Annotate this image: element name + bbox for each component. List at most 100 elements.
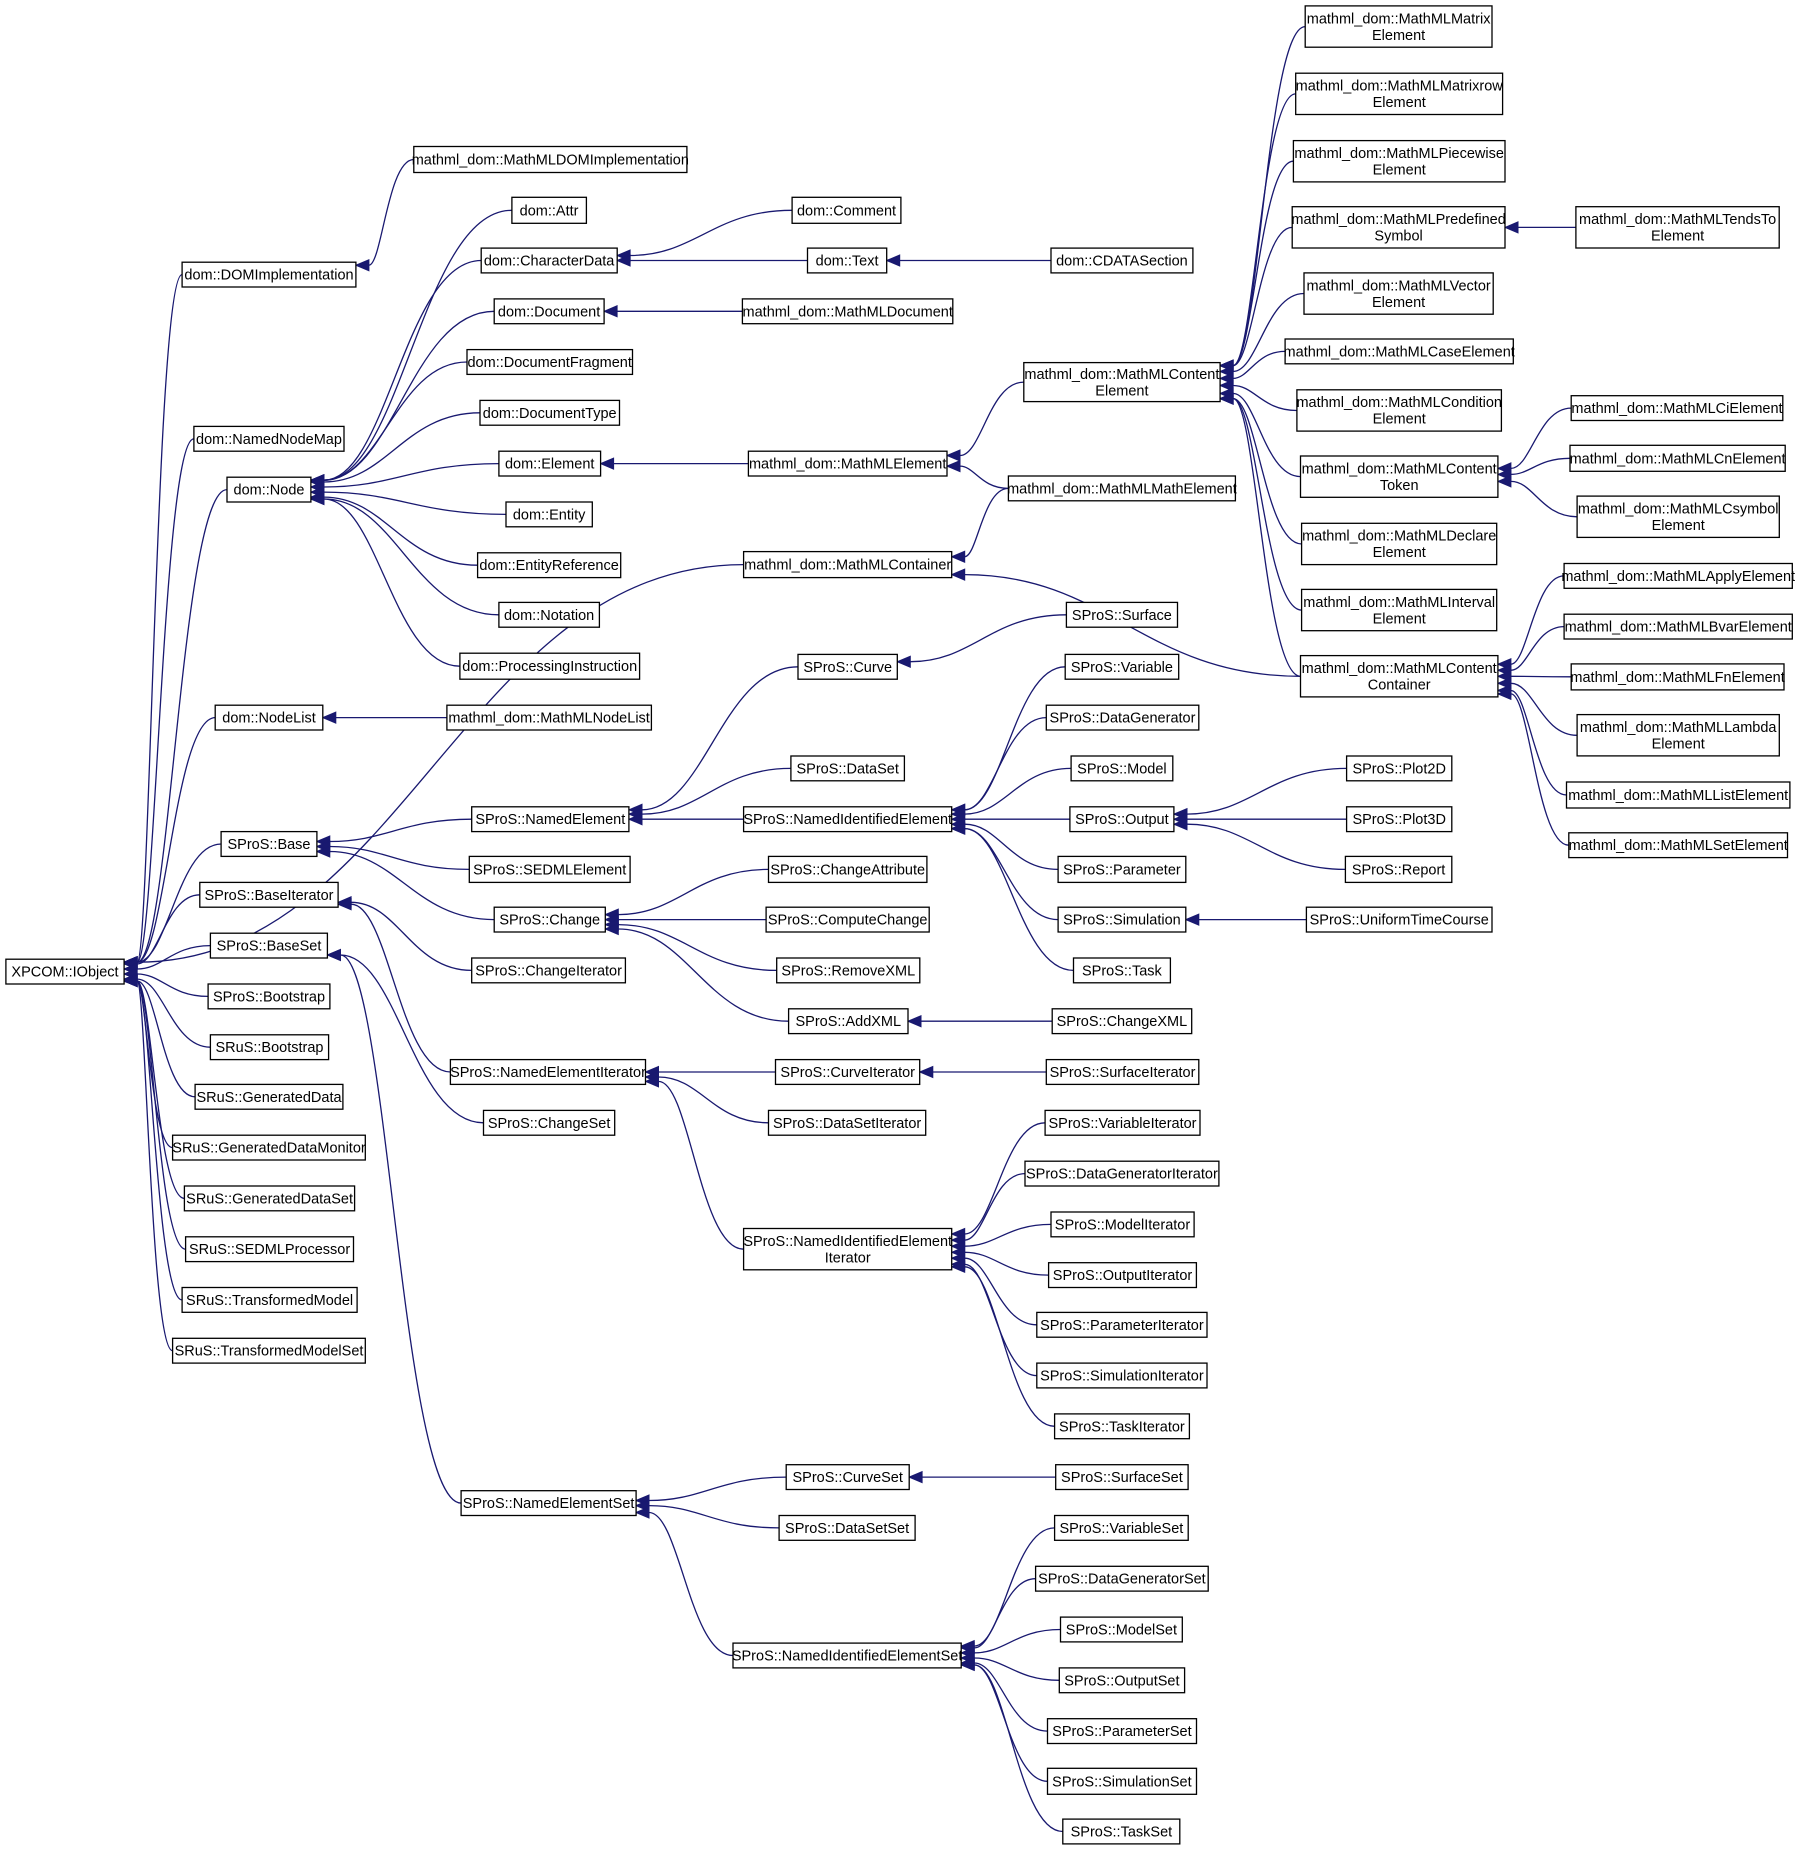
- class-node-srus-gdset[interactable]: SRuS::GeneratedDataSet: [183, 1185, 356, 1212]
- class-node-spros-changeattr[interactable]: SProS::ChangeAttribute: [767, 855, 928, 884]
- class-node-mathml-bvar[interactable]: mathml_dom::MathMLBvarElement: [1563, 613, 1793, 640]
- class-node-dom-nodelist[interactable]: dom::NodeList: [214, 704, 324, 731]
- class-node-mathml-list[interactable]: mathml_dom::MathMLListElement: [1565, 781, 1791, 809]
- class-node-spros-taskiterator[interactable]: SProS::TaskIterator: [1053, 1413, 1191, 1440]
- class-node-dom-domimpl[interactable]: dom::DOMImplementation: [181, 261, 357, 288]
- class-node-spros-outputset[interactable]: SProS::OutputSet: [1058, 1667, 1186, 1694]
- class-node-spros-surfaceiterator[interactable]: SProS::SurfaceIterator: [1045, 1058, 1200, 1086]
- class-node-spros-output[interactable]: SProS::Output: [1069, 806, 1175, 833]
- class-node-spros-dataset[interactable]: SProS::DataSet: [790, 755, 906, 782]
- class-node-spros-surface[interactable]: SProS::Surface: [1065, 601, 1179, 628]
- class-node-spros-parameterset[interactable]: SProS::ParameterSet: [1046, 1718, 1198, 1745]
- class-node-srus-generateddata[interactable]: SRuS::GeneratedData: [194, 1083, 344, 1110]
- class-node-dom-notation[interactable]: dom::Notation: [498, 601, 601, 628]
- class-node-spros-parameteriterator[interactable]: SProS::ParameterIterator: [1036, 1311, 1208, 1338]
- class-node-mathml-case[interactable]: mathml_dom::MathMLCaseElement: [1284, 338, 1515, 365]
- class-node-mathml-mathelement[interactable]: mathml_dom::MathMLMathElement: [1007, 475, 1237, 502]
- class-node-spros-computechange[interactable]: SProS::ComputeChange: [765, 906, 930, 933]
- class-node-spros-nieset[interactable]: SProS::NamedIdentifiedElementSet: [732, 1642, 963, 1669]
- class-node-spros-modelset[interactable]: SProS::ModelSet: [1059, 1616, 1183, 1643]
- class-node-spros-datagenerator[interactable]: SProS::DataGenerator: [1045, 704, 1200, 731]
- class-node-mathml-nodelist[interactable]: mathml_dom::MathMLNodeList: [446, 704, 653, 731]
- class-node-spros-variable[interactable]: SProS::Variable: [1064, 653, 1180, 680]
- class-node-spros-curveset[interactable]: SProS::CurveSet: [785, 1464, 910, 1491]
- class-node-spros-addxml[interactable]: SProS::AddXML: [787, 1008, 909, 1035]
- class-node-spros-utc[interactable]: SProS::UniformTimeCourse: [1305, 906, 1493, 933]
- class-node-spros-dgset[interactable]: SProS::DataGeneratorSet: [1034, 1565, 1209, 1592]
- class-node-spros-simulationset[interactable]: SProS::SimulationSet: [1046, 1767, 1198, 1795]
- class-node-dom-node[interactable]: dom::Node: [226, 476, 312, 503]
- class-node-srus-bootstrap[interactable]: SRuS::Bootstrap: [209, 1034, 330, 1061]
- class-node-spros-variableset[interactable]: SProS::VariableSet: [1053, 1514, 1189, 1541]
- class-node-dom-procinstr[interactable]: dom::ProcessingInstruction: [459, 652, 641, 680]
- class-node-spros-surfaceset[interactable]: SProS::SurfaceSet: [1055, 1464, 1189, 1491]
- class-node-dom-cdata[interactable]: dom::CDATASection: [1050, 247, 1194, 274]
- class-node-dom-namednodemap[interactable]: dom::NamedNodeMap: [193, 425, 345, 452]
- class-node-spros-task[interactable]: SProS::Task: [1072, 957, 1172, 984]
- class-node-spros-variableiterator[interactable]: SProS::VariableIterator: [1044, 1109, 1201, 1136]
- class-node-mathml-apply[interactable]: mathml_dom::MathMLApplyElement: [1561, 562, 1795, 589]
- class-node-xpcom-iobject[interactable]: XPCOM::IObject: [5, 958, 125, 985]
- class-node-srus-transmodelset[interactable]: SRuS::TransformedModelSet: [171, 1337, 366, 1364]
- class-node-mathml-fn[interactable]: mathml_dom::MathMLFnElement: [1570, 663, 1785, 691]
- class-node-spros-plot2d[interactable]: SProS::Plot2D: [1345, 755, 1453, 782]
- class-node-mathml-element[interactable]: mathml_dom::MathMLElement: [747, 450, 948, 477]
- class-node-spros-outputiterator[interactable]: SProS::OutputIterator: [1047, 1262, 1198, 1289]
- class-node-srus-transmodel[interactable]: SRuS::TransformedModel: [181, 1286, 358, 1313]
- class-node-spros-changeset[interactable]: SProS::ChangeSet: [482, 1109, 616, 1136]
- class-node-dom-docfragment[interactable]: dom::DocumentFragment: [466, 348, 634, 376]
- class-node-dom-element[interactable]: dom::Element: [498, 450, 602, 477]
- class-node-dom-text[interactable]: dom::Text: [806, 247, 888, 274]
- class-node-mathml-container[interactable]: mathml_dom::MathMLContainer: [742, 550, 953, 579]
- class-node-srus-sedmlproc[interactable]: SRuS::SEDMLProcessor: [184, 1236, 355, 1263]
- class-node-dom-entityref[interactable]: dom::EntityReference: [476, 552, 622, 579]
- class-node-dom-entity[interactable]: dom::Entity: [505, 501, 593, 528]
- class-node-mathml-document[interactable]: mathml_dom::MathMLDocument: [741, 298, 954, 325]
- class-node-spros-neset[interactable]: SProS::NamedElementSet: [460, 1490, 637, 1517]
- class-node-dom-attr[interactable]: dom::Attr: [511, 196, 588, 224]
- class-node-mathml-cn[interactable]: mathml_dom::MathMLCnElement: [1569, 444, 1786, 472]
- class-node-spros-plot3d[interactable]: SProS::Plot3D: [1345, 806, 1453, 833]
- class-node-spros-neiterator[interactable]: SProS::NamedElementIterator: [449, 1058, 647, 1086]
- class-node-spros-datasetiterator[interactable]: SProS::DataSetIterator: [767, 1109, 927, 1136]
- class-node-spros-parameter[interactable]: SProS::Parameter: [1057, 855, 1187, 884]
- class-node-spros-baseiterator[interactable]: SProS::BaseIterator: [199, 881, 339, 908]
- class-node-spros-bootstrap[interactable]: SProS::Bootstrap: [207, 983, 331, 1010]
- class-node-mathml-set[interactable]: mathml_dom::MathMLSetElement: [1568, 832, 1789, 859]
- class-node-spros-curveiterator[interactable]: SProS::CurveIterator: [774, 1058, 921, 1086]
- class-node-spros-taskset[interactable]: SProS::TaskSet: [1062, 1818, 1181, 1845]
- class-node-spros-removexml[interactable]: SProS::RemoveXML: [776, 957, 921, 984]
- class-node-spros-model[interactable]: SProS::Model: [1070, 755, 1174, 782]
- class-node-spros-curve[interactable]: SProS::Curve: [797, 653, 898, 680]
- class-node-dom-doctype[interactable]: dom::DocumentType: [479, 399, 621, 426]
- class-node-spros-report[interactable]: SProS::Report: [1344, 855, 1453, 884]
- class-node-spros-modeliterator[interactable]: SProS::ModelIterator: [1050, 1211, 1195, 1238]
- class-node-dom-comment[interactable]: dom::Comment: [791, 196, 902, 224]
- class-node-spros-sedmlelement[interactable]: SProS::SEDMLElement: [468, 855, 631, 884]
- class-node-spros-nie[interactable]: SProS::NamedIdentifiedElement: [742, 806, 953, 833]
- class-node-spros-dgiterator[interactable]: SProS::DataGeneratorIterator: [1024, 1160, 1220, 1187]
- class-node-spros-simulation[interactable]: SProS::Simulation: [1057, 906, 1187, 933]
- class-node-spros-simulationiterator[interactable]: SProS::SimulationIterator: [1036, 1362, 1208, 1389]
- class-node-spros-changexml[interactable]: SProS::ChangeXML: [1051, 1008, 1193, 1035]
- class-node-spros-namedelement[interactable]: SProS::NamedElement: [471, 806, 630, 833]
- class-node-dom-document[interactable]: dom::Document: [493, 298, 605, 325]
- class-node-spros-change[interactable]: SProS::Change: [493, 906, 606, 933]
- class-node-mathml-ci[interactable]: mathml_dom::MathMLCiElement: [1570, 395, 1784, 422]
- class-node-dom-chardata[interactable]: dom::CharacterData: [480, 247, 618, 274]
- class-node-spros-datasetset[interactable]: SProS::DataSetSet: [778, 1514, 916, 1541]
